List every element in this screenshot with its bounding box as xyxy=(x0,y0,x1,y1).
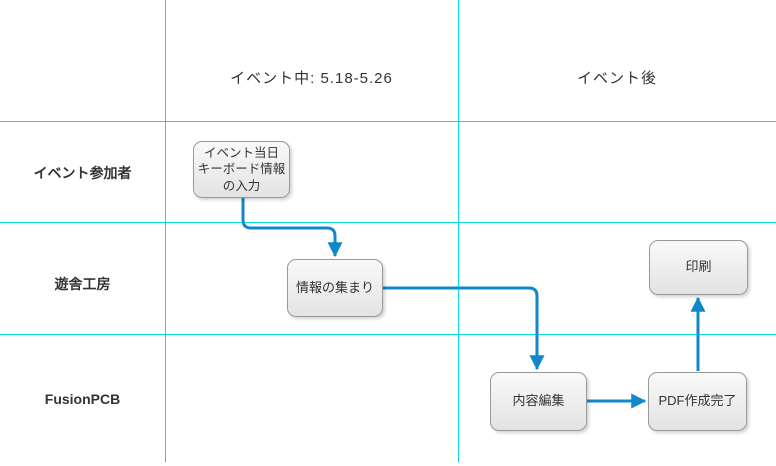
node-pdf-complete[interactable]: PDF作成完了 xyxy=(648,372,747,431)
column-header-after-event: イベント後 xyxy=(576,70,657,87)
lane-divider-horizontal-3 xyxy=(0,334,776,335)
lane-divider-horizontal-2 xyxy=(0,222,776,223)
lane-divider-horizontal-1 xyxy=(0,121,776,122)
node-print[interactable]: 印刷 xyxy=(649,240,748,295)
lane-divider-vertical-2 xyxy=(458,0,459,462)
lane-label-yushakobo: 遊舎工房 xyxy=(54,276,111,292)
lane-label-fusionpcb: FusionPCB xyxy=(44,391,121,407)
node-keyboard-input[interactable]: イベント当日 キーボード情報 の入力 xyxy=(193,141,290,198)
lane-divider-vertical-1 xyxy=(165,0,166,462)
edge-input-to-collection[interactable] xyxy=(241,198,343,258)
node-info-collection[interactable]: 情報の集まり xyxy=(287,259,383,317)
lane-label-event-participants: イベント参加者 xyxy=(33,165,132,181)
node-content-edit[interactable]: 内容編集 xyxy=(490,372,587,431)
edge-collection-to-edit[interactable] xyxy=(383,286,545,371)
column-header-during-event: イベント中: 5.18-5.26 xyxy=(230,70,393,87)
